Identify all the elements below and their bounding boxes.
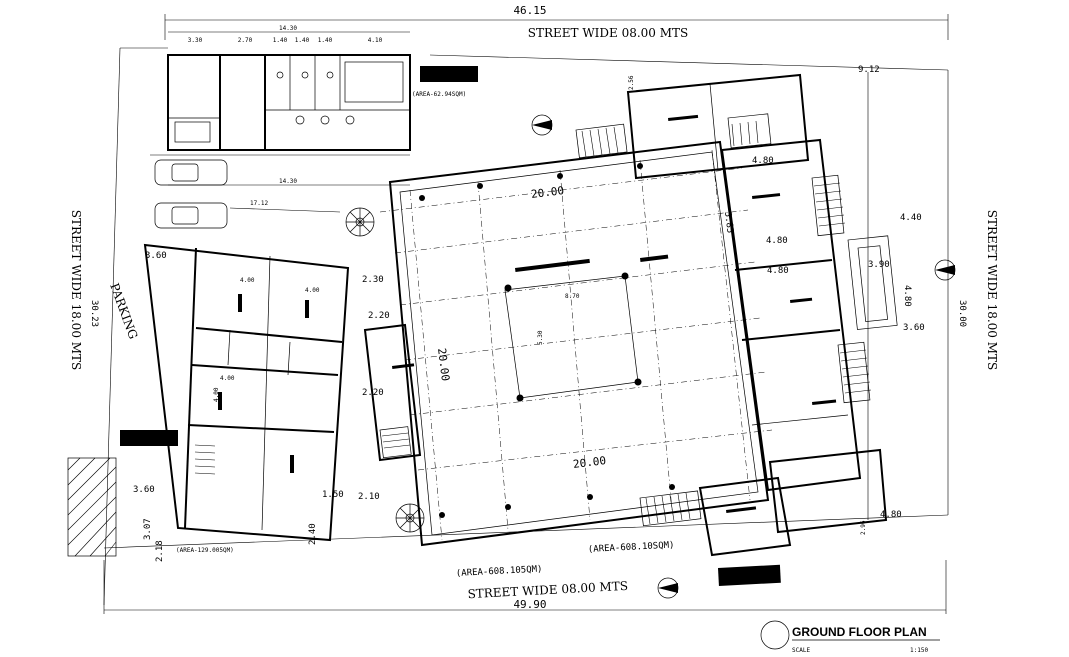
street-left-label: STREET WIDE 18.00 MTS	[69, 210, 83, 371]
left-block-furniture	[218, 294, 309, 473]
hall-label-bar-1	[515, 258, 590, 272]
hall-inner-dim-v: 5.30	[537, 330, 544, 345]
left-room-dim-3: 4.00	[220, 375, 235, 382]
bottom-black-tag	[718, 564, 781, 586]
guard-booth	[67, 457, 117, 557]
parked-car-2	[154, 202, 228, 229]
overall-bottom-dimension: 49.90	[513, 598, 546, 611]
top-block: 14.30 3.30 2.70 1.40 1.40 1.40 4.10 14	[150, 25, 478, 186]
segment-5: 1.40	[318, 37, 333, 44]
spiral-stair-bottom	[395, 503, 425, 533]
hall-label-bar-2	[640, 254, 669, 262]
lobby-dim-2-30: 2.30	[362, 275, 384, 285]
overall-top-dimension: 46.15	[513, 4, 546, 17]
right-overall-dimension: 30.00	[957, 300, 967, 327]
left-block: 4.00 4.00 4.00 4.00 3.60 3.60 1.50 3.07 …	[120, 243, 350, 562]
left-block-room-dims: 4.00 4.00 4.00 4.00	[213, 277, 320, 402]
left-dim-1-50: 1.50	[322, 490, 344, 500]
drawing-title: GROUND FLOOR PLAN	[792, 625, 927, 639]
left-room-dim-4: 4.00	[213, 387, 220, 402]
scale-value: 1:150	[910, 647, 928, 654]
lobby-dim-2-10: 2.10	[358, 492, 380, 502]
right-stair-lower	[837, 341, 872, 404]
main-area-left: (AREA-608.105QM)	[456, 564, 543, 579]
right-wing-label-bar-1	[752, 193, 781, 199]
main-left-lobby: 2.20 2.30 2.10 2.20	[358, 275, 422, 502]
right-entrance-canopy	[847, 235, 898, 330]
right-wing-dim-3-90: 3.90	[868, 260, 890, 270]
left-block-area: (AREA-129.005QM)	[176, 547, 234, 554]
hall-bottom-dimension: 20.00	[572, 454, 606, 471]
right-wing-dim-3-60: 3.60	[903, 323, 925, 333]
segment-4: 1.40	[295, 37, 310, 44]
top-right-offset: 9.12	[858, 65, 880, 75]
structural-columns	[419, 163, 675, 518]
right-wing-label-bar-2	[790, 297, 813, 303]
right-wing-dim-4-80-v: 4.80	[902, 285, 912, 307]
top-block-bottom-width: 14.30	[279, 178, 297, 185]
overall-dimension-top: 46.15	[164, 4, 949, 40]
left-room-dim-1: 4.00	[240, 277, 255, 284]
left-dim-3-60-a: 3.60	[145, 251, 167, 261]
left-dim-3-60-b: 3.60	[133, 485, 155, 495]
main-area-right: (AREA-608.10SQM)	[588, 540, 675, 555]
top-block-width: 14.30	[279, 25, 297, 32]
hall-inner-dim: 8.70	[565, 293, 580, 300]
lobby-dim-2-20: 2.20	[368, 311, 390, 321]
right-wing-dim-4-80-b: 4.80	[766, 236, 788, 246]
left-block-black-tag	[120, 430, 178, 446]
top-block-area: (AREA-62.94SQM)	[412, 91, 466, 98]
left-dim-2-40: 2.40	[308, 523, 318, 545]
right-wing-dim-4-80-a: 4.80	[752, 156, 774, 166]
right-stair-upper	[811, 174, 846, 237]
north-arrow-top	[531, 114, 553, 136]
top-block-black-tag	[420, 66, 478, 82]
north-arrow-right	[934, 259, 956, 281]
left-overall-dimension: 30.23	[89, 300, 99, 327]
left-room-dim-2: 4.00	[305, 287, 320, 294]
scale-label: SCALE	[792, 647, 810, 654]
left-dim-2-18: 2.18	[155, 540, 165, 562]
segment-3: 1.40	[273, 37, 288, 44]
overall-dimension-bottom: 49.90	[103, 560, 947, 614]
segment-2: 2.70	[238, 37, 253, 44]
street-top-label: STREET WIDE 08.00 MTS	[528, 26, 689, 40]
main-building: 8.70 5.30 20.00 20.00 20.00 5.85	[379, 140, 773, 547]
left-dim-3-07: 3.07	[143, 518, 153, 540]
segment-6: 4.10	[368, 37, 383, 44]
top-block-fixtures	[276, 71, 355, 125]
north-arrow-bottom	[657, 577, 679, 599]
annex-dim-4-80: 4.80	[880, 510, 902, 520]
parked-car-1	[154, 159, 228, 186]
right-wing-dim-4-80-c: 4.80	[767, 266, 789, 276]
right-wing-dim-4-40: 4.40	[900, 213, 922, 223]
street-bottom-label: STREET WIDE 08.00 MTS	[467, 579, 628, 601]
right-wing-label-bar-3	[812, 399, 837, 405]
left-block-stair	[194, 444, 216, 475]
top-block-segments: 3.30 2.70 1.40 1.40 1.40 4.10	[188, 37, 383, 44]
title-block: GROUND FLOOR PLAN SCALE 1:150	[760, 620, 940, 654]
bottom-right-annex: 2.96 4.80	[698, 448, 902, 557]
lobby-dim-2-20-b: 2.20	[362, 388, 384, 398]
dimension-17-12: 17.12	[250, 200, 268, 207]
main-right-wing: 4.80 4.80 4.80 3.90 4.40 3.60 4.80	[720, 138, 925, 492]
top-entry-stair	[575, 123, 628, 159]
hall-top-dimension: 20.00	[530, 184, 564, 201]
top-right-annex: 2.56	[626, 73, 810, 180]
spiral-stair-top	[345, 207, 375, 237]
hall-side-dimension: 20.00	[435, 347, 452, 381]
annex-dim-2-96: 2.96	[860, 520, 867, 535]
segment-1: 3.30	[188, 37, 203, 44]
street-right-label: STREET WIDE 18.00 MTS	[985, 210, 999, 371]
bottom-entry-stair	[639, 490, 702, 527]
annex-dim-2-56: 2.56	[628, 75, 635, 90]
